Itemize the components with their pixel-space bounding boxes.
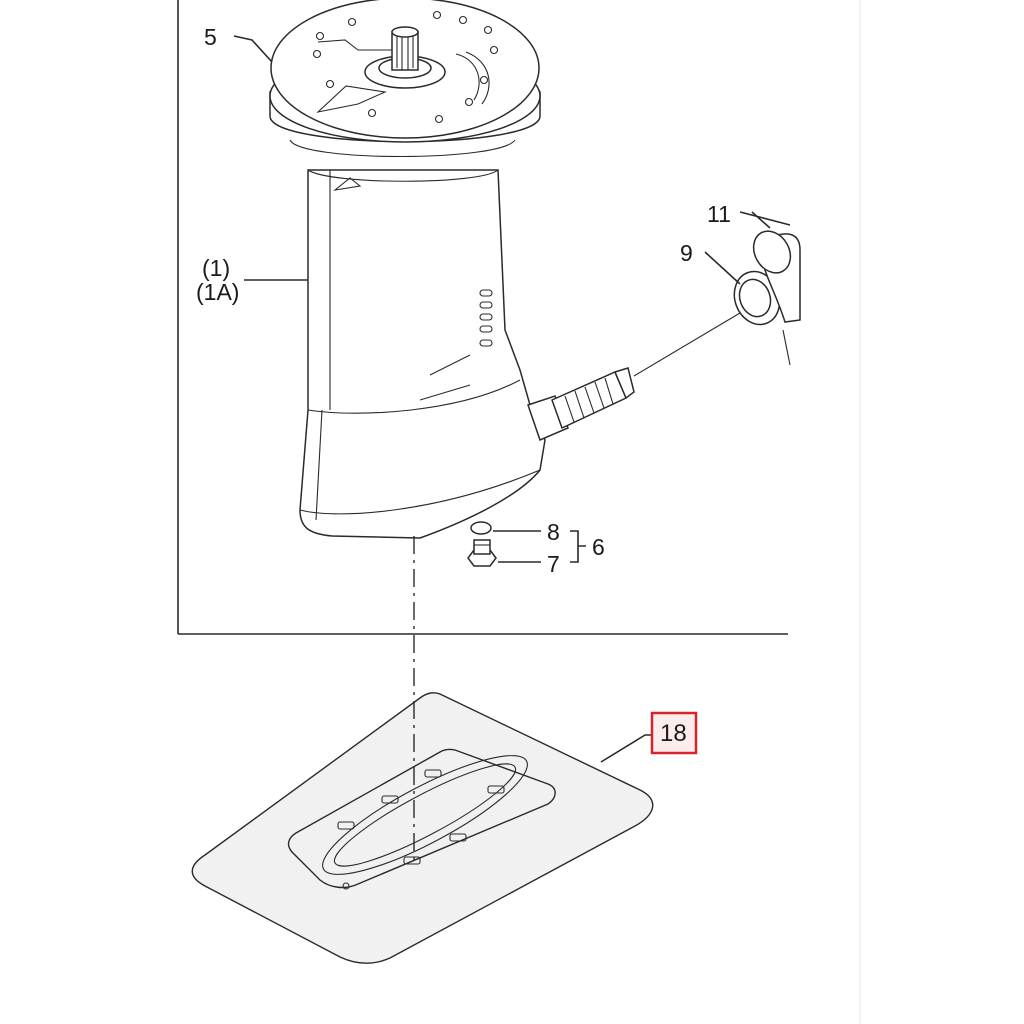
leader-lines	[233, 35, 791, 763]
outlet-fitting	[551, 312, 741, 430]
callout-18-highlight: 18	[650, 711, 698, 755]
main-housing-part-1	[289, 139, 569, 539]
base-mat-part-18	[191, 692, 654, 964]
callout-11: 11	[707, 201, 731, 227]
callout-9: 9	[680, 240, 693, 266]
top-plate-part-5	[269, 0, 541, 143]
callout-1a: (1A)	[196, 279, 239, 305]
callout-7: 7	[547, 551, 560, 577]
callout-8: 8	[547, 519, 560, 545]
nut-part-7	[467, 539, 497, 567]
ring-part-9	[733, 270, 781, 326]
callout-18: 18	[660, 720, 687, 747]
callout-1: (1)	[202, 255, 230, 281]
callout-6: 6	[592, 534, 605, 560]
upper-assembly-frame	[177, 0, 861, 1024]
callout-5: 5	[204, 24, 217, 50]
elbow-part-11	[752, 230, 801, 366]
o-ring-part-8	[470, 521, 492, 535]
